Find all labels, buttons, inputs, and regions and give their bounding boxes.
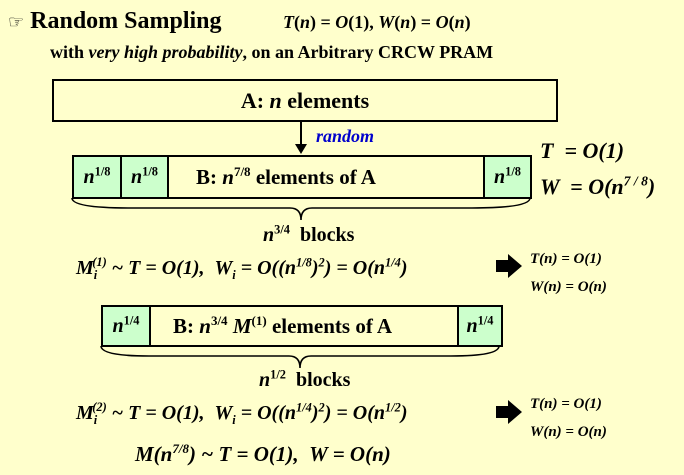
sample-cell: n1/4	[103, 307, 151, 345]
box-b: n1/8 n1/8 B: n7/8 elements of A n1/8	[72, 155, 532, 199]
sample-cell: n1/8	[122, 157, 169, 197]
implies-arrow-icon	[496, 254, 522, 278]
box-a: A: n elements	[52, 79, 558, 122]
box-b-second-label: B: n3/4 M(1) elements of A	[173, 313, 393, 338]
stage-2-result-time: T(n) = O(1)	[530, 396, 602, 412]
pointing-hand-icon: ☞	[8, 12, 25, 32]
box-b-cost: T = O(1) W = O(n7 / 8)	[540, 133, 655, 205]
stage-1-result-work: W(n) = O(n)	[530, 279, 607, 295]
box-b-second: n1/4 B: n3/4 M(1) elements of A n1/4	[101, 305, 503, 347]
heading-formula: T(n) = O(1), W(n) = O(n)	[283, 12, 471, 32]
blocks-count-2: n1/2 blocks	[259, 367, 351, 391]
sample-cell: n1/8	[74, 157, 122, 197]
slide-heading: ☞Random Sampling	[8, 8, 222, 35]
final-equation: M(n7/8) ~ T = O(1), W = O(n)	[135, 441, 391, 466]
box-b-time: T = O(1)	[540, 138, 625, 163]
stage-2-result-work: W(n) = O(n)	[530, 424, 607, 440]
stage-1-result-time: T(n) = O(1)	[530, 251, 602, 267]
arrow-shaft	[300, 120, 302, 146]
subheading: with very high probability, on an Arbitr…	[50, 42, 494, 62]
brace-2	[100, 345, 500, 369]
stage-2-equation: Mi(2) ~ T = O(1), Wi = O((n1/4)2) = O(n1…	[76, 400, 408, 427]
sample-cell: n1/4	[457, 307, 501, 345]
brace-1	[71, 197, 531, 221]
stage-1-equation: Mi(1) ~ T = O(1), Wi = O((n1/8)2) = O(n1…	[76, 255, 408, 282]
implies-arrow-icon	[496, 400, 522, 424]
slide-title: Random Sampling	[30, 8, 222, 34]
sample-cell: n1/8	[483, 157, 530, 197]
stage-1-result: T(n) = O(1) W(n) = O(n)	[530, 245, 607, 301]
blocks-count-1: n3/4 blocks	[263, 222, 355, 246]
box-b-label: B: n7/8 elements of A	[196, 164, 376, 189]
box-b-work: W = O(n7 / 8)	[540, 173, 656, 199]
edge-label-random: random	[316, 126, 375, 146]
down-arrow-icon	[295, 144, 307, 154]
stage-2-result: T(n) = O(1) W(n) = O(n)	[530, 390, 607, 446]
